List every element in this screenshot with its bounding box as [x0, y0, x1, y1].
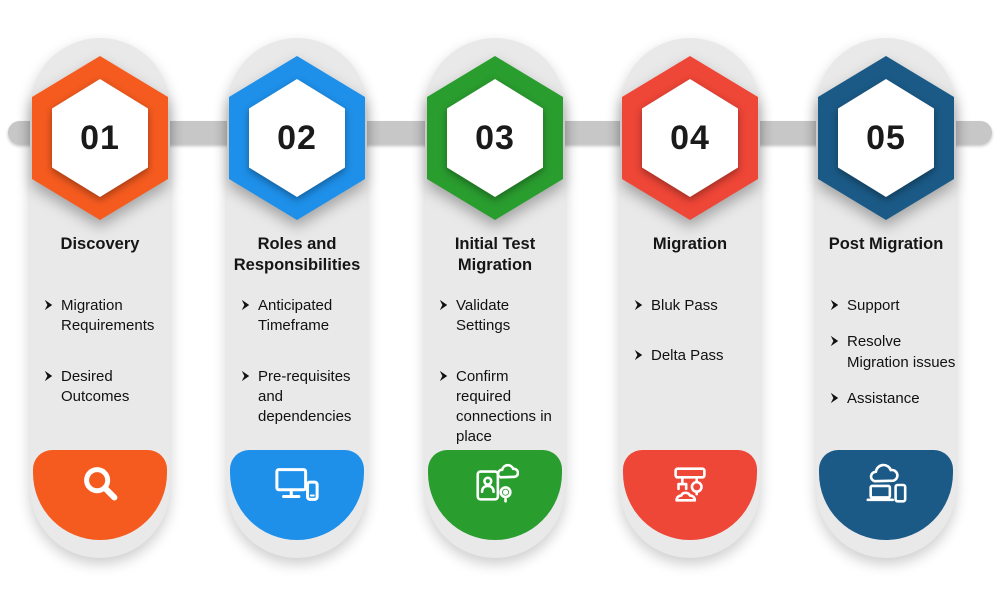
- chevron-bullet-icon: [239, 370, 252, 383]
- bullet-text: Bluk Pass: [651, 297, 718, 314]
- step-card: Discovery Migration Requirements Desired…: [30, 38, 170, 558]
- step-number: 01: [80, 119, 120, 157]
- bullet-item: Migration Requirements: [42, 296, 170, 337]
- hexagon-outer: 02: [229, 56, 365, 220]
- chevron-bullet-icon: [42, 299, 55, 312]
- chevron-bullet-icon: [437, 370, 450, 383]
- chevron-bullet-icon: [239, 299, 252, 312]
- step-bullets: Validate Settings Confirm required conne…: [437, 296, 565, 448]
- step-icon-panel: [33, 450, 167, 540]
- hexagon-outer: 03: [427, 56, 563, 220]
- bullet-text: Desired Outcomes: [61, 367, 130, 405]
- step-number-badge: 03: [427, 56, 563, 220]
- hexagon-inner: 03: [447, 79, 543, 197]
- step-number-badge: 02: [229, 56, 365, 220]
- chevron-bullet-icon: [42, 370, 55, 383]
- cloud-devices-icon: [862, 462, 910, 508]
- bullet-text: Support: [847, 297, 900, 314]
- step-number-badge: 05: [818, 56, 954, 220]
- bullet-text: Migration Requirements: [61, 297, 155, 335]
- bullet-text: Resolve Migration issues: [847, 333, 956, 371]
- bullet-item: Delta Pass: [632, 346, 760, 366]
- step-number-badge: 04: [622, 56, 758, 220]
- step-icon-panel: [819, 450, 953, 540]
- step-icon-panel: [230, 450, 364, 540]
- bullet-text: Assistance: [847, 389, 920, 407]
- bullet-item: Bluk Pass: [632, 296, 760, 316]
- step-number: 05: [866, 119, 906, 157]
- step-number-badge: 01: [32, 56, 168, 220]
- bullet-text: Anticipated Timeframe: [258, 297, 333, 335]
- id-card-cloud-icon: [471, 462, 519, 508]
- hexagon-outer: 05: [818, 56, 954, 220]
- bullet-item: Pre-requisites and dependencies: [239, 367, 367, 428]
- chevron-bullet-icon: [632, 299, 645, 312]
- step-number: 04: [670, 119, 710, 157]
- hexagon-inner: 05: [838, 79, 934, 197]
- step-column-post-migration: Post Migration Support Resolve Migration…: [816, 0, 956, 600]
- hexagon-inner: 02: [249, 79, 345, 197]
- bullet-text: Pre-requisites and dependencies: [258, 367, 352, 426]
- bullet-item: Validate Settings: [437, 296, 565, 337]
- step-bullets: Bluk Pass Delta Pass: [632, 296, 760, 367]
- bullet-item: Desired Outcomes: [42, 367, 170, 408]
- hexagon-outer: 04: [622, 56, 758, 220]
- step-column-initial-test: Initial Test Migration Validate Settings…: [425, 0, 565, 600]
- chevron-bullet-icon: [828, 392, 841, 405]
- bullet-text: Delta Pass: [651, 347, 724, 365]
- hexagon-outer: 01: [32, 56, 168, 220]
- bullet-item: Support: [828, 296, 956, 316]
- step-bullets: Migration Requirements Desired Outcomes: [42, 296, 170, 407]
- bullet-text: Confirm required connections in place: [456, 367, 552, 446]
- hexagon-inner: 01: [52, 79, 148, 197]
- chevron-bullet-icon: [828, 335, 841, 348]
- robot-machine-icon: [666, 462, 714, 508]
- bullet-item: Confirm required connections in place: [437, 367, 565, 448]
- step-title: Initial Test Migration: [454, 235, 536, 274]
- bullet-item: Assistance: [828, 389, 956, 409]
- step-column-discovery: Discovery Migration Requirements Desired…: [30, 0, 170, 600]
- chevron-bullet-icon: [437, 299, 450, 312]
- search-icon: [76, 462, 124, 508]
- step-icon-panel: [428, 450, 562, 540]
- bullet-text: Validate Settings: [456, 297, 511, 335]
- step-icon-panel: [623, 450, 757, 540]
- step-bullets: Anticipated Timeframe Pre-requisites and…: [239, 296, 367, 427]
- step-number: 02: [277, 119, 317, 157]
- step-title: Post Migration: [828, 235, 944, 253]
- chevron-bullet-icon: [828, 299, 841, 312]
- devices-icon: [273, 462, 321, 508]
- step-bullets: Support Resolve Migration issues Assista…: [828, 296, 956, 409]
- step-column-migration: Migration Bluk Pass Delta Pass: [620, 0, 760, 600]
- step-column-roles: Roles and Responsibilities Anticipated T…: [227, 0, 367, 600]
- step-number: 03: [475, 119, 515, 157]
- step-title: Discovery: [60, 235, 140, 253]
- bullet-item: Resolve Migration issues: [828, 332, 956, 373]
- hexagon-inner: 04: [642, 79, 738, 197]
- bullet-item: Anticipated Timeframe: [239, 296, 367, 337]
- step-title: Migration: [652, 235, 728, 253]
- step-title: Roles and Responsibilities: [233, 235, 361, 274]
- chevron-bullet-icon: [632, 349, 645, 362]
